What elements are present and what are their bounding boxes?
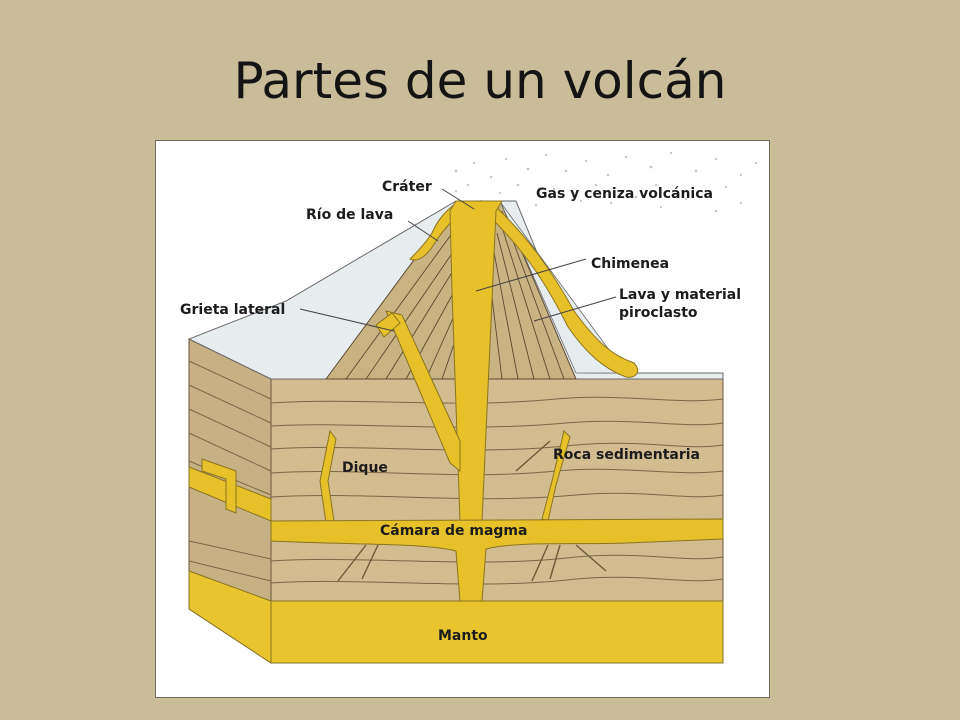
volcano-diagram: Cráter Gas y ceniza volcánica Río de lav… xyxy=(155,140,770,698)
label-lava-material-1: Lava y material xyxy=(619,287,741,303)
label-gas-ash: Gas y ceniza volcánica xyxy=(536,186,713,202)
label-magma-chamber: Cámara de magma xyxy=(380,523,527,539)
label-chimney: Chimenea xyxy=(591,256,669,272)
lateral-fissure xyxy=(385,310,461,473)
label-lava-material-2: piroclasto xyxy=(619,305,698,321)
magma-roots xyxy=(337,440,607,582)
ash-cloud xyxy=(454,151,758,213)
slide-title: Partes de un volcán xyxy=(233,52,727,110)
leader-lines xyxy=(299,188,617,332)
lava-river-right xyxy=(485,204,639,378)
magma-chamber xyxy=(270,518,724,602)
label-mantle: Manto xyxy=(438,628,488,644)
label-lateral-fissure: Grieta lateral xyxy=(180,302,285,318)
label-crater: Cráter xyxy=(382,179,432,195)
label-sedimentary-rock: Roca sedimentaria xyxy=(553,447,700,463)
mantle-label-box xyxy=(426,621,510,647)
volcano-illustration: Cráter Gas y ceniza volcánica Río de lav… xyxy=(180,151,758,664)
block-front-face xyxy=(270,378,724,602)
rock-strata xyxy=(188,360,724,585)
label-dike: Dique xyxy=(342,460,388,476)
label-lava-river: Río de lava xyxy=(306,207,393,223)
snow-cap-right xyxy=(500,202,627,374)
lava-river-left xyxy=(409,202,461,261)
